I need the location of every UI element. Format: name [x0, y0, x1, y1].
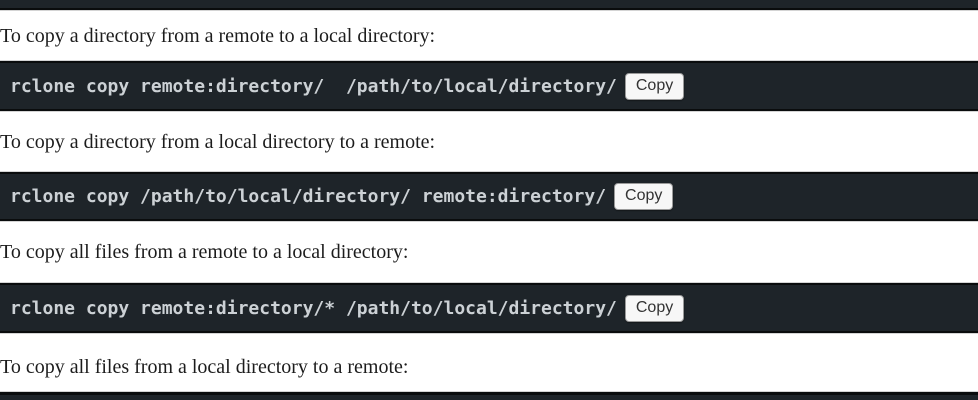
- code-block: rclone copy remote:directory/ /path/to/l…: [0, 61, 978, 111]
- instruction-text: To copy a directory from a local directo…: [0, 130, 436, 153]
- copy-button[interactable]: Copy: [624, 72, 685, 100]
- paragraph-row: To copy a directory from a remote to a l…: [0, 10, 978, 61]
- paragraph-row: To copy all files from a local directory…: [0, 333, 978, 392]
- instruction-text: To copy all files from a local directory…: [0, 355, 409, 378]
- code-block-partial-top: [0, 0, 978, 10]
- instruction-text: To copy all files from a remote to a loc…: [0, 241, 409, 263]
- paragraph-row: To copy all files from a remote to a loc…: [0, 221, 978, 283]
- copy-button[interactable]: Copy: [624, 294, 685, 322]
- code-block-partial-bottom: [0, 392, 978, 400]
- code-text: rclone copy remote:directory/* /path/to/…: [10, 297, 617, 319]
- paragraph-row: To copy a directory from a local directo…: [0, 111, 978, 172]
- code-block: rclone copy remote:directory/* /path/to/…: [0, 283, 978, 333]
- instruction-text: To copy a directory from a remote to a l…: [0, 24, 436, 47]
- code-text: rclone copy remote:directory/ /path/to/l…: [10, 75, 617, 97]
- copy-button[interactable]: Copy: [614, 183, 674, 210]
- code-block: rclone copy /path/to/local/directory/ re…: [0, 172, 978, 221]
- code-text: rclone copy /path/to/local/directory/ re…: [10, 186, 607, 207]
